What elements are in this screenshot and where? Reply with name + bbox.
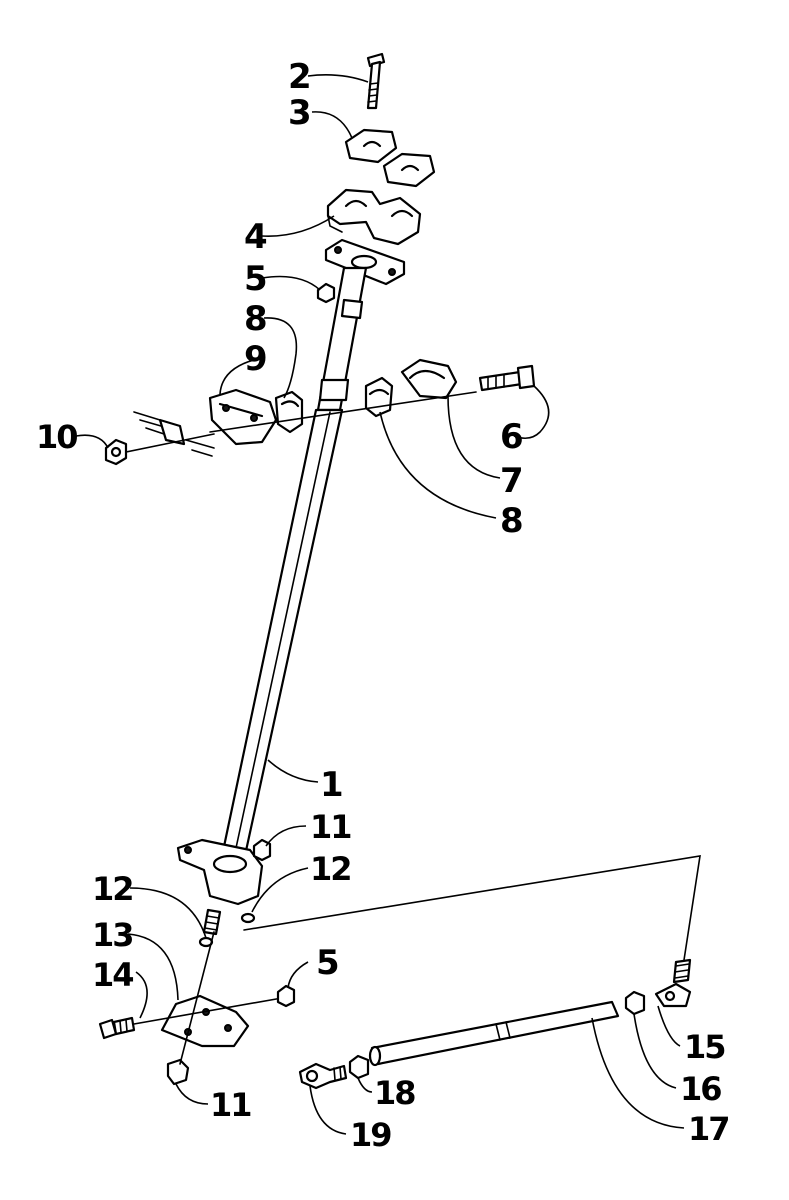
part-5-nut-lower xyxy=(276,984,296,1008)
column-base-plate xyxy=(176,838,264,906)
callout-9: 9 xyxy=(244,339,266,379)
part-18-nut xyxy=(348,1054,370,1080)
lower-shaft-pin xyxy=(202,908,222,936)
part-15-tie-rod-end xyxy=(654,958,692,1008)
tie-rod-connection-line xyxy=(243,855,701,961)
part-10-line xyxy=(125,433,215,453)
part-6-bolt xyxy=(478,364,536,392)
callout-11: 11 xyxy=(310,808,351,846)
part-11-nut-lower xyxy=(166,1058,190,1086)
callout-1: 1 xyxy=(320,765,342,805)
part-2-bolt xyxy=(366,52,386,110)
callout-13: 13 xyxy=(92,916,133,954)
callout-5: 5 xyxy=(244,259,266,299)
callout-12-left: 12 xyxy=(92,870,133,908)
part-16-nut xyxy=(624,990,646,1016)
column-top-plate xyxy=(324,238,406,286)
callout-15: 15 xyxy=(684,1028,725,1066)
callout-6: 6 xyxy=(500,417,522,457)
part-12-washer-right xyxy=(240,912,256,924)
callout-16: 16 xyxy=(680,1070,721,1108)
switch-bracket xyxy=(133,411,215,457)
clamp-axis-line xyxy=(209,391,477,433)
part-9-left-clamp xyxy=(208,388,278,446)
part-17-tie-rod xyxy=(368,1000,620,1067)
part-7-right-clamp xyxy=(400,358,458,400)
callout-8: 8 xyxy=(244,299,266,339)
part-13-lower-bracket xyxy=(160,994,250,1048)
callout-11-lower: 11 xyxy=(210,1086,251,1124)
callout-18: 18 xyxy=(374,1074,415,1112)
part-8-left-half-clamp xyxy=(274,390,304,434)
callout-10: 10 xyxy=(36,418,77,456)
part-3-upper-clamp xyxy=(344,128,436,188)
part-19-tie-rod-end xyxy=(298,1062,348,1090)
callout-4: 4 xyxy=(244,217,267,257)
part-5-nut-upper xyxy=(316,282,336,304)
part-14-line xyxy=(133,997,283,1025)
callout-8-right: 8 xyxy=(500,501,522,541)
part-14-bolt xyxy=(98,1016,136,1040)
callout-5-lower: 5 xyxy=(316,943,338,983)
callout-12-right: 12 xyxy=(310,850,351,888)
part-10-nut xyxy=(104,438,128,466)
callout-2: 2 xyxy=(288,57,310,97)
callout-17: 17 xyxy=(688,1110,729,1148)
part-1-steering-column xyxy=(220,266,368,862)
callout-7: 7 xyxy=(500,461,522,501)
part-4-clamp-block xyxy=(326,188,422,246)
callout-3: 3 xyxy=(288,93,310,133)
leader-lines xyxy=(75,74,685,1135)
callout-labels: 2 3 4 5 8 9 10 6 7 8 1 11 12 12 13 14 5 … xyxy=(36,57,731,1154)
callout-19: 19 xyxy=(350,1116,391,1154)
callout-14: 14 xyxy=(92,956,133,994)
part-8-right-half-clamp xyxy=(364,376,394,418)
lower-axis-line xyxy=(179,931,215,1065)
